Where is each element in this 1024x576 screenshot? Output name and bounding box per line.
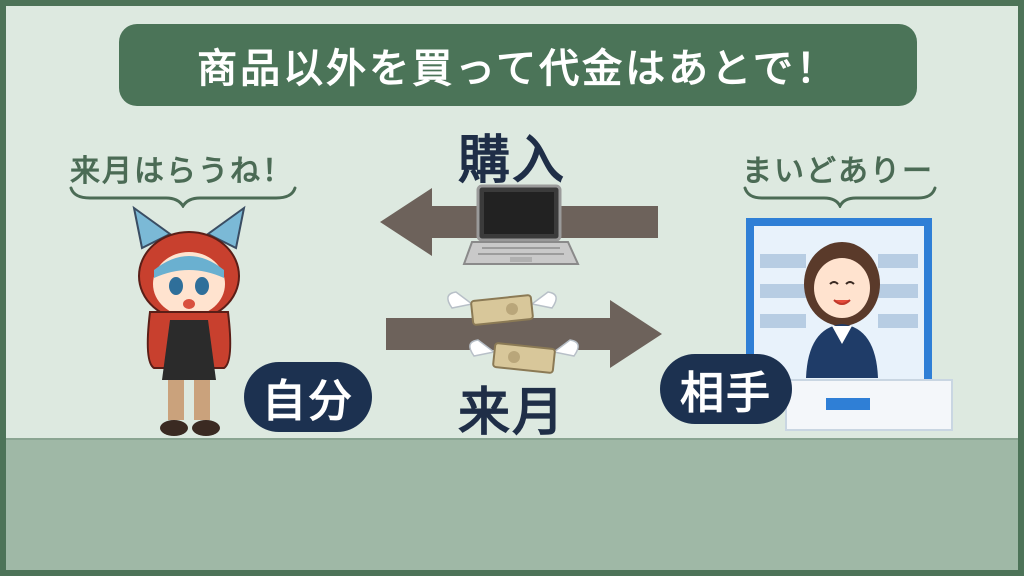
title-banner: 商品以外を買って代金はあとで！ bbox=[119, 24, 917, 106]
floor-band bbox=[6, 438, 1018, 570]
store-counter-illustration bbox=[746, 218, 953, 431]
partner-badge: 相手 bbox=[660, 354, 792, 424]
self-badge-label: 自分 bbox=[262, 376, 354, 427]
flying-money-icon bbox=[469, 339, 579, 374]
next-month-label: 来月 bbox=[458, 383, 567, 443]
title-text: 商品以外を買って代金はあとで！ bbox=[197, 46, 839, 92]
partner-speech-bracket bbox=[743, 186, 937, 208]
arrow-right bbox=[386, 300, 662, 368]
self-character-illustration bbox=[132, 205, 246, 436]
self-speech-bracket bbox=[69, 186, 297, 208]
flying-money-icon bbox=[447, 291, 557, 326]
self-speech: 来月はらうね！ bbox=[70, 154, 294, 189]
partner-badge-label: 相手 bbox=[680, 368, 772, 419]
self-badge: 自分 bbox=[244, 362, 372, 432]
purchase-label: 購入 bbox=[458, 131, 567, 191]
partner-speech: まいどありー bbox=[742, 154, 934, 189]
laptop-icon bbox=[462, 184, 580, 265]
